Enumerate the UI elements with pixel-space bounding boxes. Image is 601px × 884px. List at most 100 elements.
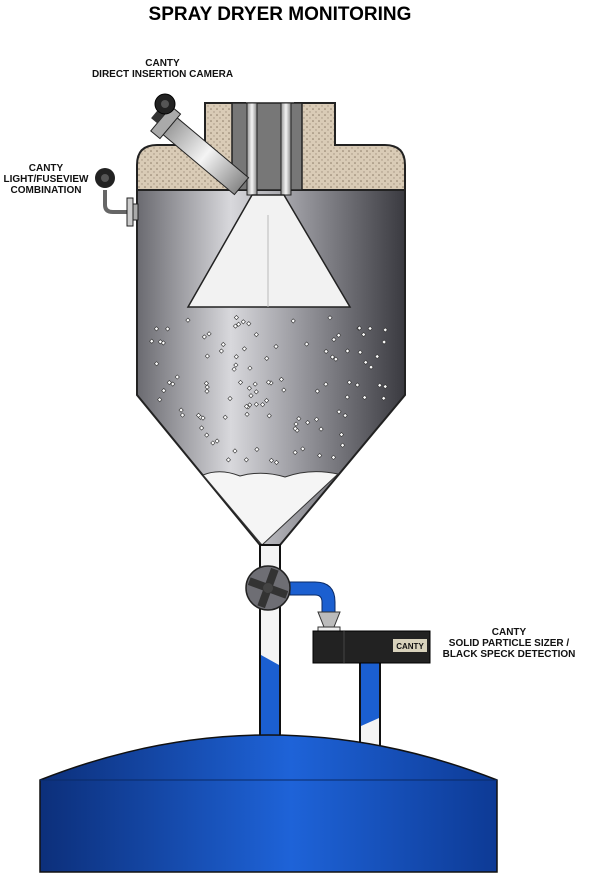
sizer-label: CANTY SOLID PARTICLE SIZER / BLACK SPECK… bbox=[442, 627, 576, 660]
particle bbox=[233, 354, 239, 360]
particle bbox=[304, 341, 310, 347]
particle bbox=[273, 343, 279, 350]
particle bbox=[204, 432, 210, 438]
sensor-funnel bbox=[317, 611, 341, 628]
particle bbox=[174, 374, 180, 380]
light-flange bbox=[126, 197, 134, 227]
particle bbox=[331, 336, 337, 343]
particle bbox=[329, 354, 335, 360]
product-in-pipe bbox=[261, 655, 279, 735]
particle bbox=[357, 349, 363, 355]
valve-rotor bbox=[247, 567, 289, 609]
particle bbox=[354, 382, 360, 388]
particle bbox=[268, 457, 274, 463]
particle bbox=[227, 396, 233, 402]
particle bbox=[153, 326, 160, 332]
particle bbox=[273, 459, 280, 465]
particle bbox=[264, 398, 270, 404]
particle bbox=[243, 403, 250, 409]
particle bbox=[170, 381, 176, 387]
particle bbox=[240, 319, 246, 325]
particle bbox=[382, 383, 388, 390]
particle bbox=[346, 379, 352, 385]
particle bbox=[225, 457, 231, 463]
particle bbox=[314, 416, 320, 422]
particle bbox=[204, 384, 210, 390]
particle bbox=[233, 315, 239, 321]
nozzle-pipe bbox=[246, 102, 258, 196]
particle bbox=[317, 452, 323, 459]
particle bbox=[222, 414, 228, 420]
particle bbox=[199, 425, 205, 431]
particle bbox=[361, 331, 367, 338]
insulation-right bbox=[294, 102, 406, 191]
particle bbox=[296, 416, 302, 422]
particle bbox=[232, 323, 238, 329]
particle bbox=[327, 315, 333, 321]
particle bbox=[253, 332, 259, 338]
particle bbox=[157, 397, 163, 403]
particle bbox=[336, 409, 342, 415]
particle bbox=[154, 361, 160, 367]
particle bbox=[236, 321, 242, 327]
particle bbox=[356, 325, 362, 331]
particle bbox=[231, 366, 237, 372]
particle bbox=[382, 327, 388, 333]
particle bbox=[381, 339, 387, 345]
particle bbox=[318, 426, 324, 432]
particle bbox=[241, 346, 247, 352]
particle bbox=[214, 438, 220, 444]
particle bbox=[254, 446, 260, 452]
particle bbox=[161, 388, 167, 394]
particle bbox=[336, 332, 342, 338]
particle bbox=[374, 353, 380, 360]
particle bbox=[264, 355, 270, 361]
particle bbox=[246, 321, 252, 327]
particle bbox=[253, 389, 259, 395]
powder-pile bbox=[202, 471, 340, 546]
particle bbox=[220, 341, 226, 347]
particle bbox=[290, 318, 296, 324]
particle bbox=[248, 393, 254, 399]
particle bbox=[323, 381, 329, 387]
particle bbox=[367, 325, 373, 331]
particle bbox=[178, 407, 184, 413]
particle bbox=[210, 440, 216, 446]
particle bbox=[281, 387, 287, 393]
particle bbox=[292, 449, 298, 456]
blue-elbow bbox=[289, 581, 336, 613]
particle bbox=[166, 379, 172, 386]
particle bbox=[344, 394, 350, 400]
particle bbox=[196, 412, 202, 418]
storage-tank bbox=[39, 734, 498, 873]
nozzle-pipe bbox=[280, 102, 292, 196]
particle bbox=[300, 446, 306, 452]
particle bbox=[278, 376, 284, 382]
particle bbox=[330, 454, 337, 460]
particle bbox=[381, 395, 387, 401]
particle bbox=[247, 365, 253, 371]
particle bbox=[203, 380, 209, 386]
particles bbox=[149, 315, 388, 465]
particle bbox=[204, 353, 210, 359]
camera-label: CANTY DIRECT INSERTION CAMERA bbox=[91, 58, 234, 80]
particle bbox=[293, 421, 299, 427]
particle bbox=[342, 413, 348, 419]
particle bbox=[232, 448, 238, 454]
particle bbox=[344, 348, 351, 354]
particle bbox=[252, 381, 258, 387]
sensor-badge-text: CANTY bbox=[396, 642, 424, 651]
direct-insertion-camera bbox=[150, 105, 250, 196]
particle bbox=[314, 388, 320, 394]
light-label: CANTY LIGHT/FUSEVIEW COMBINATION bbox=[3, 163, 89, 196]
particle bbox=[340, 442, 346, 448]
particle bbox=[338, 432, 345, 438]
particle bbox=[179, 412, 186, 418]
particle bbox=[233, 362, 239, 368]
particle bbox=[246, 385, 252, 391]
particle bbox=[201, 334, 207, 340]
particle bbox=[292, 426, 298, 432]
particle bbox=[237, 379, 244, 385]
particle bbox=[218, 348, 224, 354]
